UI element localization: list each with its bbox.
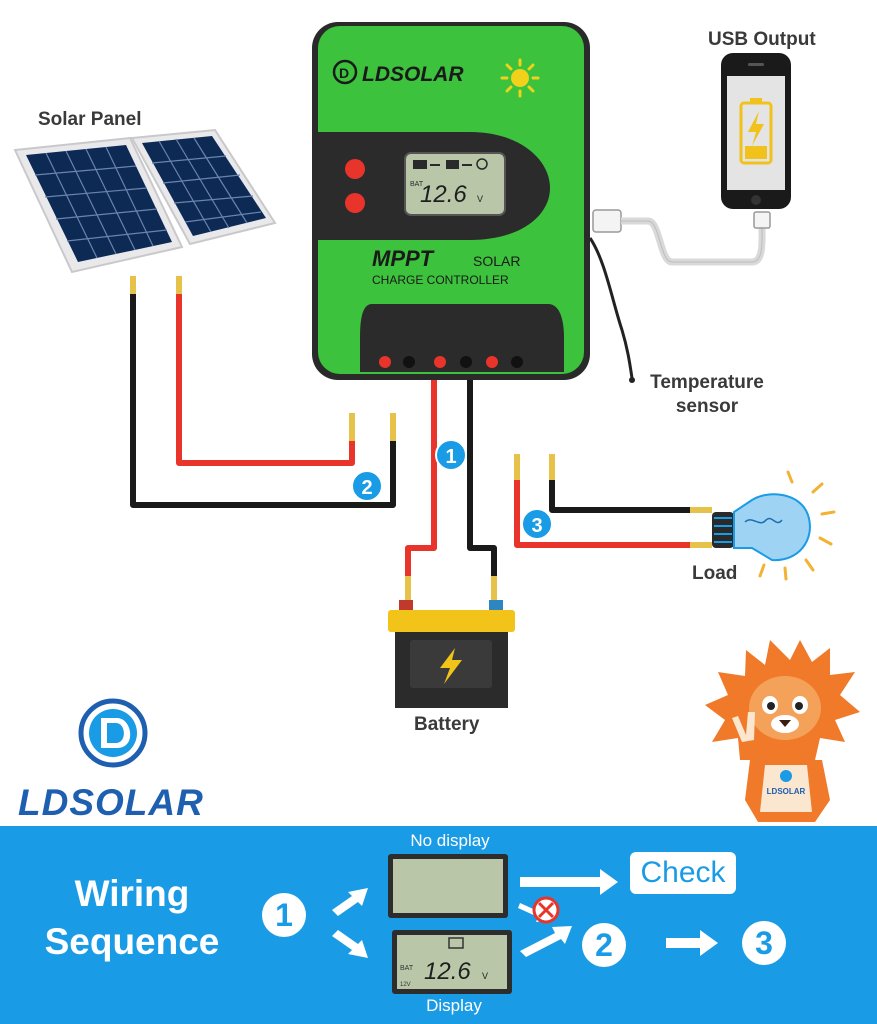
- load-wires: [514, 454, 712, 548]
- wiring-sequence-title-line2: Sequence: [44, 921, 220, 962]
- battery-wires: [405, 352, 497, 602]
- wiring-sequence-title: Wiring Sequence: [32, 870, 232, 966]
- wiring-sequence-title-line1: Wiring: [74, 873, 190, 914]
- controller-lcd-bat: BAT: [410, 181, 424, 188]
- battery-charging-icon: [739, 98, 773, 165]
- controller-lcd: BAT 12.6 V: [410, 158, 488, 208]
- lion-mascot: LDSOLAR: [705, 640, 860, 822]
- battery-label: Battery: [414, 714, 480, 735]
- sequence-step-2: 2: [582, 923, 626, 967]
- check-button: Check: [630, 852, 736, 894]
- lcd-no-display: [388, 854, 508, 918]
- controller-brand: LDSOLAR: [362, 63, 464, 86]
- controller-subtitle: CHARGE CONTROLLER: [372, 273, 509, 287]
- ldsolar-logo: [78, 698, 148, 768]
- usb-output-label: USB Output: [708, 29, 816, 50]
- temperature-sensor-label-line2: sensor: [675, 396, 739, 417]
- usb-cable: [592, 209, 771, 266]
- sequence-arrows: BAT 12.6 V 12V: [332, 854, 718, 994]
- ldsolar-logo-text: LDSOLAR: [18, 782, 204, 823]
- display-caption: Display: [426, 996, 482, 1015]
- controller-lcd-value: 12.6: [420, 181, 467, 208]
- load-label: Load: [692, 563, 738, 584]
- lcd-display: BAT 12.6 V 12V: [392, 930, 512, 994]
- marker-2-text: 2: [361, 477, 372, 499]
- sequence-step-3: 3: [742, 921, 786, 965]
- no-display-caption: No display: [410, 831, 490, 850]
- sequence-step-1: 1: [262, 893, 306, 937]
- marker-3: 3: [521, 508, 553, 540]
- wiring-diagram: D LDSOLAR BAT 12.6 V MPPT SOLAR CHARGE C…: [13, 22, 860, 822]
- lcd-display-volt: 12V: [400, 982, 411, 988]
- lcd-display-value: 12.6: [424, 958, 471, 985]
- solar-panel-graphic: [13, 128, 277, 274]
- marker-2: 2: [351, 470, 383, 502]
- phone-graphic: [721, 53, 791, 209]
- controller-logo-icon: D: [332, 59, 358, 85]
- svg-text:D: D: [339, 65, 349, 81]
- lcd-display-unit: V: [482, 971, 488, 981]
- temperature-sensor-label-line1: Temperature: [650, 372, 764, 393]
- solar-panel-label: Solar Panel: [38, 109, 142, 130]
- marker-1: 1: [435, 439, 467, 471]
- battery-graphic: [388, 600, 515, 708]
- marker-1-text: 1: [445, 446, 456, 468]
- charge-controller: [312, 22, 590, 380]
- controller-title-mppt: MPPT: [372, 246, 435, 271]
- light-bulb-icon: [712, 470, 836, 581]
- marker-3-text: 3: [531, 515, 542, 537]
- sun-icon: [500, 58, 540, 98]
- controller-lcd-unit: V: [477, 194, 483, 204]
- temperature-sensor-label: Temperature sensor: [632, 371, 782, 419]
- controller-title-solar: SOLAR: [473, 253, 520, 269]
- cross-icon: [532, 896, 560, 924]
- mascot-badge-text: LDSOLAR: [767, 787, 806, 796]
- temperature-sensor-cable: [588, 237, 635, 383]
- lcd-display-bat: BAT: [400, 965, 414, 972]
- solar-wires: [130, 276, 396, 508]
